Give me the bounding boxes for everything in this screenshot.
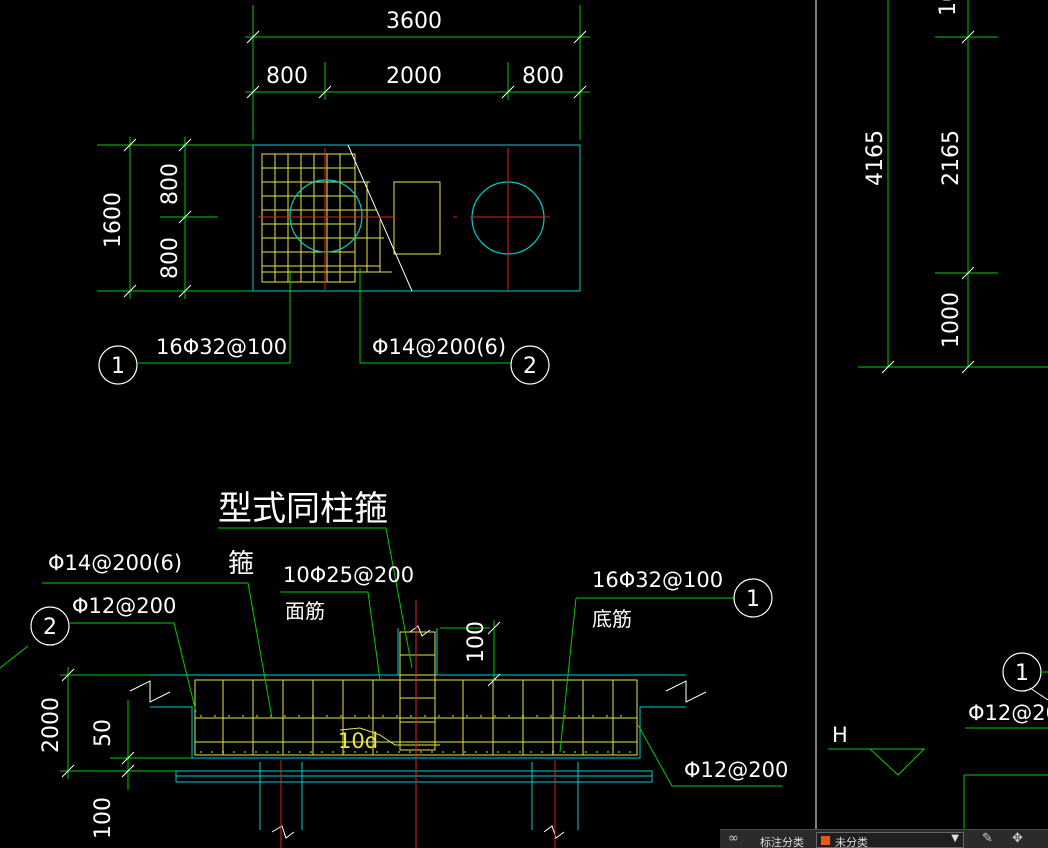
column-top-dimension [440,620,501,687]
pile-circle-left [289,179,363,253]
dim-top-left: 800 [266,64,308,89]
category-select[interactable]: 未分类 ▼ [816,832,964,848]
dim-section-height: 2000 [39,697,64,753]
stirrup-suffix: 箍 [228,549,254,579]
right-dimensions [858,0,1048,374]
right-callout-number: 1 [1015,661,1029,686]
dim-left-upper: 800 [158,163,183,205]
side-bar-text-right: Φ12@200 [684,758,788,782]
bottom-bar-text: 16Φ32@100 [592,568,723,592]
break-symbols [129,625,707,839]
dim-upper-height: 2165 [939,130,964,186]
stirrup-text: Φ14@200(6) [48,551,182,575]
top-bar-text: 10Φ25@200 [283,563,414,587]
section-outline [150,628,686,830]
right-view: 10 4165 2165 1000 1 Φ12@20 H [815,0,1048,830]
section-callout-circle-2 [30,606,70,646]
category-color-swatch [821,836,830,845]
section-leaders [0,527,782,787]
elevation-symbol [828,748,1048,830]
break-line [347,144,413,292]
section-title: 型式同柱箍 [218,489,388,529]
plan-view: 3600 800 2000 800 1600 800 800 [97,5,590,385]
plan-callout-leaders [138,268,512,364]
section-left-dimensions [60,667,192,790]
rebar-mesh [261,153,441,283]
callout-2-number: 2 [523,354,537,379]
plan-top-dimensions [245,5,590,140]
category-selected-value: 未分类 [835,836,868,848]
elevation-label: H [832,723,848,747]
section-callout-1-number: 1 [746,587,760,612]
dim-top-total: 3600 [386,9,442,34]
dim-outer-height: 4165 [863,130,888,186]
dim-top-cut: 10 [936,0,961,16]
edit-icon[interactable]: ✎ [982,831,993,846]
annotation-toolbar: ∞ 标注分类 未分类 ▼ ✎ ✥ [720,829,1048,848]
chevron-down-icon: ▼ [951,833,959,844]
inner-mark: 10d [338,729,378,753]
dim-lower-height: 1000 [939,292,964,348]
section-callout-2-number: 2 [43,615,57,640]
callout-circle-1 [98,345,138,385]
dim-section-cover: 50 [91,719,116,747]
section-center-lines [280,600,556,848]
dim-left-total: 1600 [101,192,126,248]
dim-top-right: 800 [522,64,564,89]
callout-1-number: 1 [111,354,125,379]
link-icon[interactable]: ∞ [728,831,739,846]
callout-circle-2 [510,345,550,385]
bottom-bar-note: 底筋 [592,607,632,631]
move-icon[interactable]: ✥ [1012,831,1023,846]
callout-1-text: 16Φ32@100 [156,335,287,359]
plan-center-lines [258,148,550,290]
dim-section-pad: 100 [91,797,116,839]
dim-top-mid: 2000 [386,64,442,89]
section-view: 2000 50 100 100 10d 1 2 型式同柱箍 Φ14@20 [0,489,788,848]
side-bar-text: Φ12@200 [72,594,176,618]
top-bar-note: 面筋 [285,599,325,623]
dim-left-lower: 800 [158,237,183,279]
right-rebar-text: Φ12@20 [968,701,1048,725]
callout-2-text: Φ14@200(6) [372,335,506,359]
plan-left-dimensions [97,137,253,299]
category-label: 标注分类 [760,836,804,848]
dim-column-top: 100 [464,621,489,663]
section-callout-circle-1 [733,578,773,618]
pile-cap-outline [252,144,581,292]
